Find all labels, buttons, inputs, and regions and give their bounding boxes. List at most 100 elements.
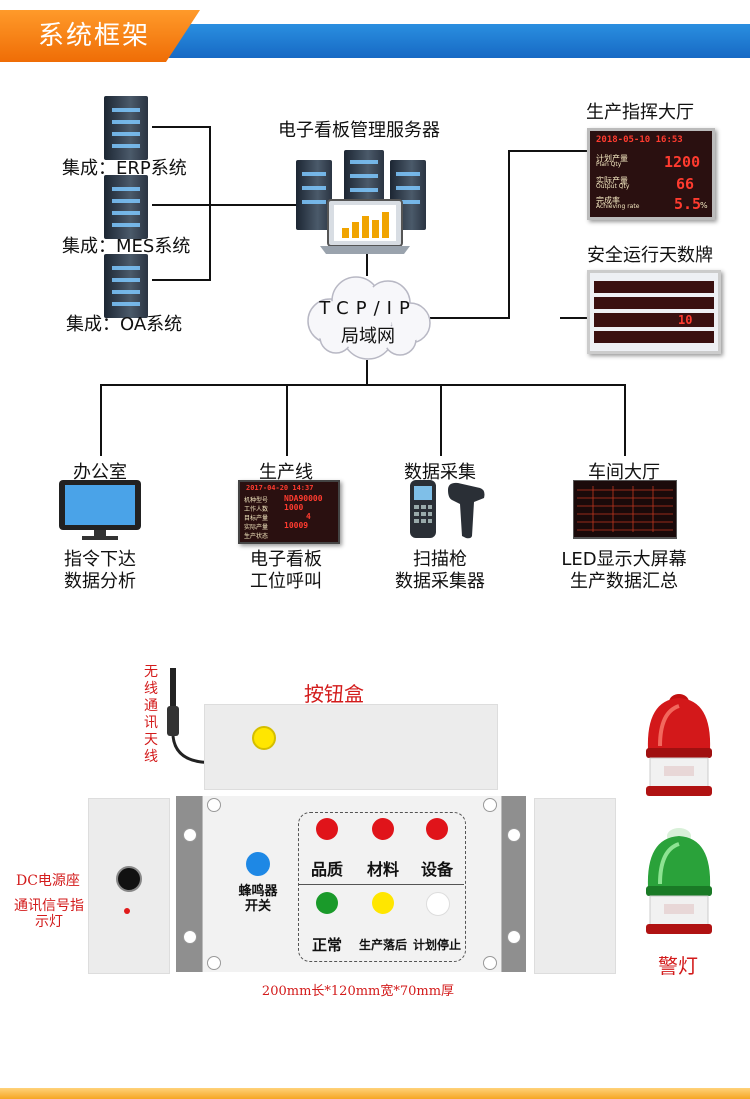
scanner-gun-icon xyxy=(448,482,485,539)
screw-icon xyxy=(207,956,221,970)
board-row-value: 66 xyxy=(676,175,695,193)
erp-server-icon xyxy=(104,96,148,160)
mes-server-icon xyxy=(104,175,148,239)
buzzer-switch-button[interactable] xyxy=(246,852,270,876)
connector xyxy=(209,126,211,281)
normal-button[interactable] xyxy=(316,892,338,914)
dc-label: DC电源座 xyxy=(16,873,80,889)
header-title-tab xyxy=(0,10,200,62)
connector xyxy=(152,279,210,281)
data-collector-icon xyxy=(410,480,436,538)
board-strip xyxy=(594,281,714,293)
material-button[interactable] xyxy=(372,818,394,840)
button-group xyxy=(298,812,466,962)
safety-days-value: 10 xyxy=(678,313,693,327)
antenna-connector-icon xyxy=(252,726,276,750)
button-box-title: 按钮盒 xyxy=(304,682,364,706)
green-alarm-light-icon xyxy=(646,828,712,934)
board-time: 2018-05-10 16:53 xyxy=(596,135,683,145)
screw-icon xyxy=(483,956,497,970)
connector xyxy=(508,150,510,318)
board-row-label-en: Achieving rate xyxy=(596,203,640,210)
node-data-desc1: 扫描枪 xyxy=(413,549,467,570)
buzzer-label: 蜂鸣器开关 xyxy=(238,884,278,914)
board-row-label: 机种型号 xyxy=(244,497,269,504)
equipment-label: 设备 xyxy=(420,860,454,879)
equipment-button[interactable] xyxy=(426,818,448,840)
board-row-value: 1200 xyxy=(664,153,701,171)
board-time: 2017-04-20 14:37 xyxy=(246,484,314,492)
board-strip xyxy=(594,331,714,343)
safety-board: 10 xyxy=(587,270,721,354)
footer-strip xyxy=(0,1088,750,1099)
safety-board-label: 安全运行天数牌 xyxy=(587,245,713,266)
production-behind-label: 生产落后 xyxy=(358,938,408,952)
node-data-title: 数据采集 xyxy=(404,462,476,483)
box-dimensions: 200mm长*120mm宽*70mm厚 xyxy=(261,984,455,999)
button-box-side-right xyxy=(534,798,616,974)
node-data-desc2: 数据采集器 xyxy=(395,571,485,592)
server-icon xyxy=(296,160,332,230)
board-row-label: 目标产量 xyxy=(244,515,269,522)
node-office-title: 办公室 xyxy=(73,462,127,483)
quality-label: 品质 xyxy=(310,860,344,879)
red-alarm-light-icon xyxy=(646,694,712,796)
signal-label: 通讯信号指示灯 xyxy=(14,898,84,930)
node-line-title: 生产线 xyxy=(259,462,313,483)
laptop-chart-icon xyxy=(320,199,410,254)
header-title: 系统框架 xyxy=(38,21,151,51)
alarm-label: 警灯 xyxy=(658,954,698,978)
connector xyxy=(366,360,368,384)
command-hall-board: 2018-05-10 16:53 计划产量 Plan Qty 1200 实际产量… xyxy=(587,128,715,220)
normal-label: 正常 xyxy=(311,936,343,954)
mes-label: 集成：MES系统 xyxy=(62,236,191,257)
board-row-value: 5.5 xyxy=(674,195,702,213)
connector xyxy=(430,317,510,319)
line-board: 2017-04-20 14:37 机种型号 NDA90000 工作人数 1000… xyxy=(238,480,340,544)
production-behind-button[interactable] xyxy=(372,892,394,914)
signal-indicator-icon xyxy=(124,908,130,914)
node-hall-desc1: LED显示大屏幕 xyxy=(561,549,687,570)
server-icon xyxy=(390,160,426,230)
connector xyxy=(286,384,288,456)
board-strip xyxy=(594,297,714,309)
screw-icon xyxy=(507,828,521,842)
board-row-label: 完成率 xyxy=(596,196,620,205)
connector xyxy=(624,384,626,456)
button-box-lid xyxy=(204,704,498,790)
antenna-label: 无线通讯天线 xyxy=(144,664,158,765)
connector xyxy=(366,250,368,276)
board-row-label: 实际产量 xyxy=(596,176,628,185)
dc-socket-icon xyxy=(116,866,142,892)
connector xyxy=(440,384,442,456)
connector xyxy=(100,384,626,386)
screw-icon xyxy=(507,930,521,944)
connector xyxy=(152,204,210,206)
board-row-label-en: Output Qty xyxy=(596,183,630,190)
board-strip xyxy=(594,313,714,327)
board-row-value: 10009 xyxy=(284,521,309,530)
led-screen-icon xyxy=(573,480,677,539)
board-row-label: 计划产量 xyxy=(596,154,628,163)
network-protocol: TCP/IP xyxy=(319,298,417,319)
command-hall-label: 生产指挥大厅 xyxy=(586,102,694,123)
node-hall-desc2: 生产数据汇总 xyxy=(570,571,678,592)
node-hall-title: 车间大厅 xyxy=(588,462,660,483)
board-row-label-en: Plan Qty xyxy=(596,161,622,168)
button-group-divider xyxy=(298,884,464,885)
quality-button[interactable] xyxy=(316,818,338,840)
board-row-label: 工作人数 xyxy=(244,506,269,513)
planned-stop-button[interactable] xyxy=(426,892,450,916)
connector xyxy=(508,150,588,152)
oa-label: 集成：OA系统 xyxy=(66,314,183,335)
node-office-desc1: 指令下达 xyxy=(64,549,136,570)
node-line-desc2: 工位呼叫 xyxy=(250,571,322,592)
network-lan: 局域网 xyxy=(341,326,395,347)
screw-icon xyxy=(483,798,497,812)
board-row-value: 4 xyxy=(306,512,311,521)
board-row-value: 1000 xyxy=(284,503,304,512)
erp-label: 集成：ERP系统 xyxy=(62,158,187,179)
planned-stop-label: 计划停止 xyxy=(412,938,462,952)
oa-server-icon xyxy=(104,254,148,318)
screw-icon xyxy=(183,828,197,842)
